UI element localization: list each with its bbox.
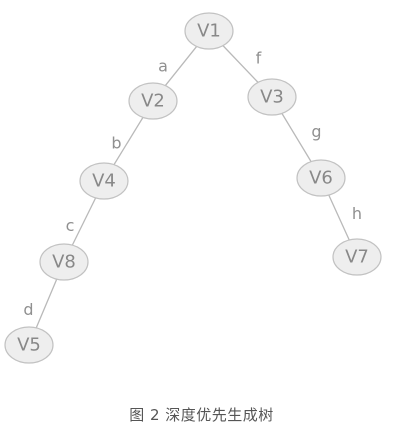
node-label: V8 — [52, 252, 76, 273]
node-ellipse — [296, 159, 346, 197]
edge-v1-v2 — [164, 46, 198, 86]
node-label: V2 — [141, 91, 165, 112]
edge-v2-v4 — [113, 117, 144, 165]
node-ellipse — [79, 162, 129, 200]
edge-label-b: b — [111, 134, 121, 153]
node-ellipse — [39, 243, 89, 281]
node-ellipse — [184, 12, 234, 50]
node-v4: V4 — [79, 162, 129, 200]
node-ellipse — [247, 78, 297, 116]
node-v7: V7 — [332, 238, 382, 276]
edges-layer: a b c d f g h — [23, 45, 362, 329]
node-label: V3 — [260, 87, 284, 108]
edge-label-a: a — [158, 57, 168, 76]
node-label: V5 — [17, 335, 41, 356]
node-label: V6 — [309, 168, 333, 189]
node-v1: V1 — [184, 12, 234, 50]
node-v8: V8 — [39, 243, 89, 281]
node-v2: V2 — [128, 82, 178, 120]
node-v3: V3 — [247, 78, 297, 116]
node-v6: V6 — [296, 159, 346, 197]
node-label: V4 — [92, 171, 116, 192]
node-ellipse — [128, 82, 178, 120]
edge-label-f: f — [256, 49, 262, 68]
node-ellipse — [4, 326, 54, 364]
edge-label-d: d — [23, 300, 33, 319]
edge-v4-v8 — [71, 197, 97, 246]
edge-v6-v7 — [328, 194, 350, 241]
edge-v1-v3 — [222, 45, 259, 83]
figure-caption: 图 2 深度优先生成树 — [129, 406, 274, 424]
node-ellipse — [332, 238, 382, 276]
edge-label-g: g — [311, 122, 321, 141]
edge-v3-v6 — [281, 113, 312, 162]
node-v5: V5 — [4, 326, 54, 364]
node-label: V7 — [345, 247, 369, 268]
edge-v8-v5 — [35, 278, 58, 329]
node-label: V1 — [197, 21, 221, 42]
edge-label-c: c — [66, 216, 75, 235]
edge-label-h: h — [352, 204, 362, 223]
